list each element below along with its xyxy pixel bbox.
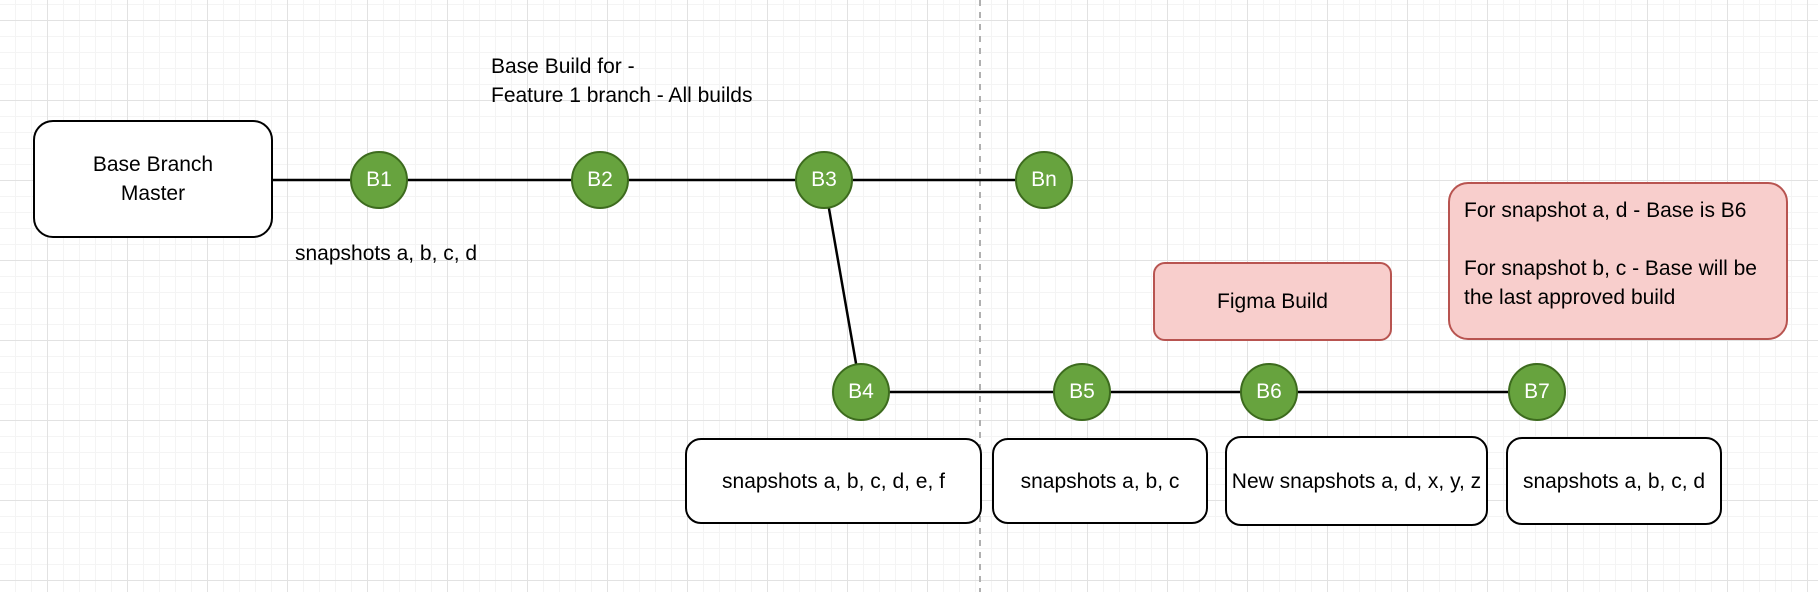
snapshots-box-b6-label: New snapshots a, d, x, y, z <box>1231 469 1482 493</box>
node-bn[interactable]: Bn <box>1015 151 1073 209</box>
figma-build-box[interactable]: Figma Build <box>1153 262 1392 341</box>
snapshots-box-b7[interactable]: snapshots a, b, c, d <box>1506 437 1722 525</box>
node-b6[interactable]: B6 <box>1240 363 1298 421</box>
snapshots-box-b4-label: snapshots a, b, c, d, e, f <box>722 469 945 493</box>
node-b2[interactable]: B2 <box>571 151 629 209</box>
snapshots-box-b7-label: snapshots a, b, c, d <box>1522 469 1706 493</box>
note-paragraph-1: For snapshot a, d - Base is B6 <box>1464 199 1747 222</box>
node-b1[interactable]: B1 <box>350 151 408 209</box>
node-b2-label: B2 <box>587 168 613 191</box>
edge-branch-b3-b4 <box>822 179 863 393</box>
node-b4-label: B4 <box>848 380 874 403</box>
base-branch-master-label: Base Branch Master <box>92 153 214 205</box>
node-b1-label: B1 <box>366 168 392 191</box>
figma-build-label: Figma Build <box>1217 290 1328 313</box>
node-b3[interactable]: B3 <box>795 151 853 209</box>
snapshots-box-b6[interactable]: New snapshots a, d, x, y, z <box>1225 436 1488 526</box>
node-b7-label: B7 <box>1524 380 1550 403</box>
base-build-annotation[interactable]: Base Build for - Feature 1 branch - All … <box>491 55 753 107</box>
node-b3-label: B3 <box>811 168 837 191</box>
node-b5-label: B5 <box>1069 380 1095 403</box>
base-branch-master-box[interactable]: Base Branch Master <box>33 120 273 238</box>
node-b7[interactable]: B7 <box>1508 363 1566 421</box>
note-paragraph-2: For snapshot b, c - Base will be the las… <box>1464 257 1757 309</box>
snapshots-box-b5-label: snapshots a, b, c <box>1020 469 1180 493</box>
node-b6-label: B6 <box>1256 380 1282 403</box>
snapshots-box-b5[interactable]: snapshots a, b, c <box>992 438 1208 524</box>
snapshots-box-b4[interactable]: snapshots a, b, c, d, e, f <box>685 438 982 524</box>
node-bn-label: Bn <box>1031 168 1057 191</box>
node-b4[interactable]: B4 <box>832 363 890 421</box>
master-snapshots-label[interactable]: snapshots a, b, c, d <box>295 242 478 265</box>
snapshot-base-note-box[interactable]: For snapshot a, d - Base is B6 For snaps… <box>1448 182 1788 340</box>
node-b5[interactable]: B5 <box>1053 363 1111 421</box>
